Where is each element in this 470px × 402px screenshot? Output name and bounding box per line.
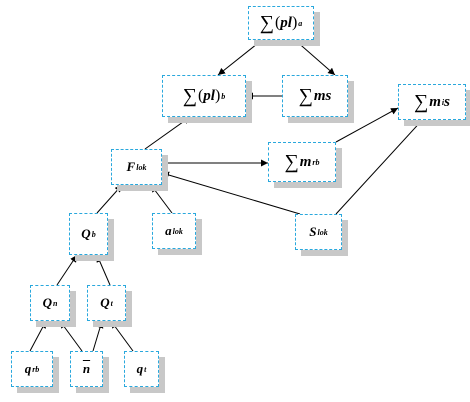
label-main: q — [24, 361, 32, 376]
arrow-pla-to-ms — [294, 39, 336, 76]
sum-symbol: ∑ — [298, 85, 313, 107]
label-main: m — [429, 93, 441, 110]
arrow-qrb-to-qn — [29, 320, 47, 352]
sum-symbol: ∑ — [284, 151, 299, 173]
label-subscript: rb — [32, 364, 40, 374]
label-subscript: lok — [317, 227, 328, 237]
label-main: ms — [313, 87, 332, 104]
label-subscript: b — [221, 91, 226, 101]
arrow-qn-to-qb — [56, 254, 78, 286]
node-sum-pl-b: ∑(pl)b — [162, 75, 246, 117]
close-paren: ) — [291, 14, 298, 31]
sum-symbol: ∑ — [182, 85, 197, 107]
arrow-qt-to-qb — [96, 254, 111, 286]
label-main: S — [309, 224, 317, 239]
label-main: a — [165, 223, 172, 238]
label-main: m — [299, 153, 312, 170]
arrow-mrb-to-mis — [335, 107, 399, 143]
arrow-flok-to-plb — [144, 116, 191, 150]
node-n-bar: n — [70, 351, 103, 387]
label-main: Q — [100, 295, 110, 310]
arrow-alok-to-flok — [150, 184, 173, 214]
label-subscript: b — [91, 229, 96, 239]
label-tail: s — [444, 93, 450, 110]
label-main: pl — [280, 14, 292, 31]
label-subscript: lok — [136, 162, 147, 172]
label-main: Q — [81, 226, 91, 241]
arrow-nbar-to-qn — [59, 320, 83, 352]
label-subscript: t — [144, 364, 147, 374]
label-subscript: rb — [312, 157, 320, 167]
node-sum-ms: ∑ms — [282, 75, 348, 117]
label-subscript: lok — [172, 226, 183, 236]
arrow-pla-to-plb — [217, 39, 263, 76]
label-subscript: t — [110, 298, 113, 308]
sum-symbol: ∑ — [413, 91, 429, 113]
label-main: q — [136, 361, 144, 376]
label-subscript: n — [52, 298, 58, 308]
arrow-slok-to-flok — [161, 171, 301, 215]
sum-symbol: ∑ — [259, 12, 274, 34]
arrow-slok-to-mis — [335, 116, 426, 215]
label-subscript: a — [298, 18, 303, 28]
node-sum-pl-a: ∑(pl)a — [248, 6, 314, 40]
label-subscript: i — [441, 97, 445, 107]
label-main: pl — [203, 87, 215, 104]
label-main: n — [82, 361, 91, 376]
arrow-qb-to-flok — [96, 184, 123, 214]
open-paren: ( — [197, 87, 204, 104]
close-paren: ) — [214, 87, 221, 104]
arrow-nbar-to-qt — [92, 320, 104, 352]
arrow-qtsmall-to-qt — [110, 320, 134, 352]
label-main: Q — [42, 295, 52, 310]
open-paren: ( — [274, 14, 281, 31]
label-main: F — [126, 159, 136, 174]
